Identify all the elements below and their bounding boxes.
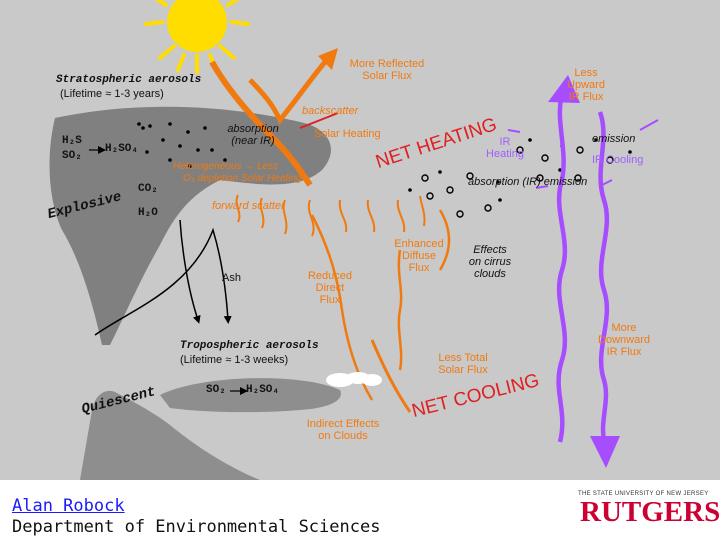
label-stratospheric-aerosols: Stratospheric aerosols: [56, 74, 202, 86]
label-h2so4: H₂SO₄: [105, 143, 139, 155]
label-tropospheric-lifetime: (Lifetime ≈ 1-3 weeks): [180, 354, 289, 366]
label-ir-cooling: IR Cooling: [592, 154, 644, 166]
upward-ir-flux-arrow: [548, 75, 580, 443]
label-forward-scatter: forward scatter: [212, 200, 285, 212]
rutgers-logo: RUTGERS: [580, 496, 720, 528]
label-absorption-ir-emission: absorption (IR) emission: [468, 176, 588, 188]
label-co2: CO₂: [138, 183, 158, 195]
label-less-upward-ir-flux: Less Upward IR Flux: [567, 67, 605, 104]
forward-scatter-arrows: [235, 194, 426, 237]
label-ash: Ash: [222, 272, 241, 284]
ir-heating-emission-arrows: [507, 119, 659, 189]
label-h2s: H₂S: [62, 135, 82, 147]
indirect-cloud: [326, 372, 382, 387]
cirrus-ice-particles: [421, 146, 614, 218]
label-effects-on-cirrus: Effects on cirrus clouds: [468, 244, 512, 281]
heating-arrow: [299, 112, 339, 129]
label-backscatter: backscatter: [302, 105, 359, 117]
footer-band: [0, 480, 720, 540]
label-less-total-solar-flux: Less Total Solar Flux: [438, 352, 488, 377]
label-more-downward-ir-flux: More Downward IR Flux: [598, 322, 650, 359]
conversion-arrows: [89, 146, 248, 395]
label-emission: emission: [592, 133, 636, 145]
label-o3-depletion: O₃ depletion Solar Heating: [183, 173, 302, 184]
reflected-solar-flux-arrow: [209, 48, 338, 187]
label-more-reflected-solar-flux: More Reflected Solar Flux: [349, 58, 425, 83]
author-link[interactable]: Alan Robock: [12, 496, 125, 516]
less-total-solar-arrow: [370, 339, 412, 413]
label-indirect-effects: Indirect Effects on Clouds: [306, 418, 380, 443]
label-reduced-direct-flux: Reduced Direct Flux: [307, 270, 353, 307]
downward-ir-flux-arrow: [590, 111, 620, 468]
label-so2: SO₂: [62, 150, 82, 162]
label-solar-heating: Solar Heating: [314, 128, 381, 140]
department-name: Department of Environmental Sciences: [12, 517, 381, 537]
ash-trajectories: [94, 219, 232, 336]
volcano-mountain: [80, 378, 341, 480]
label-so2-bottom: SO₂: [206, 384, 226, 396]
label-tropospheric-aerosols: Tropospheric aerosols: [180, 340, 319, 352]
label-ir-heating: IR Heating: [486, 136, 524, 161]
logo-subtitle: THE STATE UNIVERSITY OF NEW JERSEY: [578, 491, 709, 497]
label-h2o: H₂O: [138, 207, 158, 219]
sun-icon: [144, 0, 250, 74]
label-enhanced-diffuse-flux: Enhanced Diffuse Flux: [394, 238, 444, 275]
label-heterogeneous: Heterogeneous → Less: [173, 161, 279, 172]
label-absorption-near-ir: absorption (near IR): [227, 123, 279, 148]
label-stratospheric-lifetime: (Lifetime ≈ 1-3 years): [60, 88, 164, 100]
stratospheric-aerosol-dots: [137, 122, 227, 168]
volcanic-plume: [49, 106, 331, 345]
label-h2so4-bottom: H₂SO₄: [246, 384, 280, 396]
